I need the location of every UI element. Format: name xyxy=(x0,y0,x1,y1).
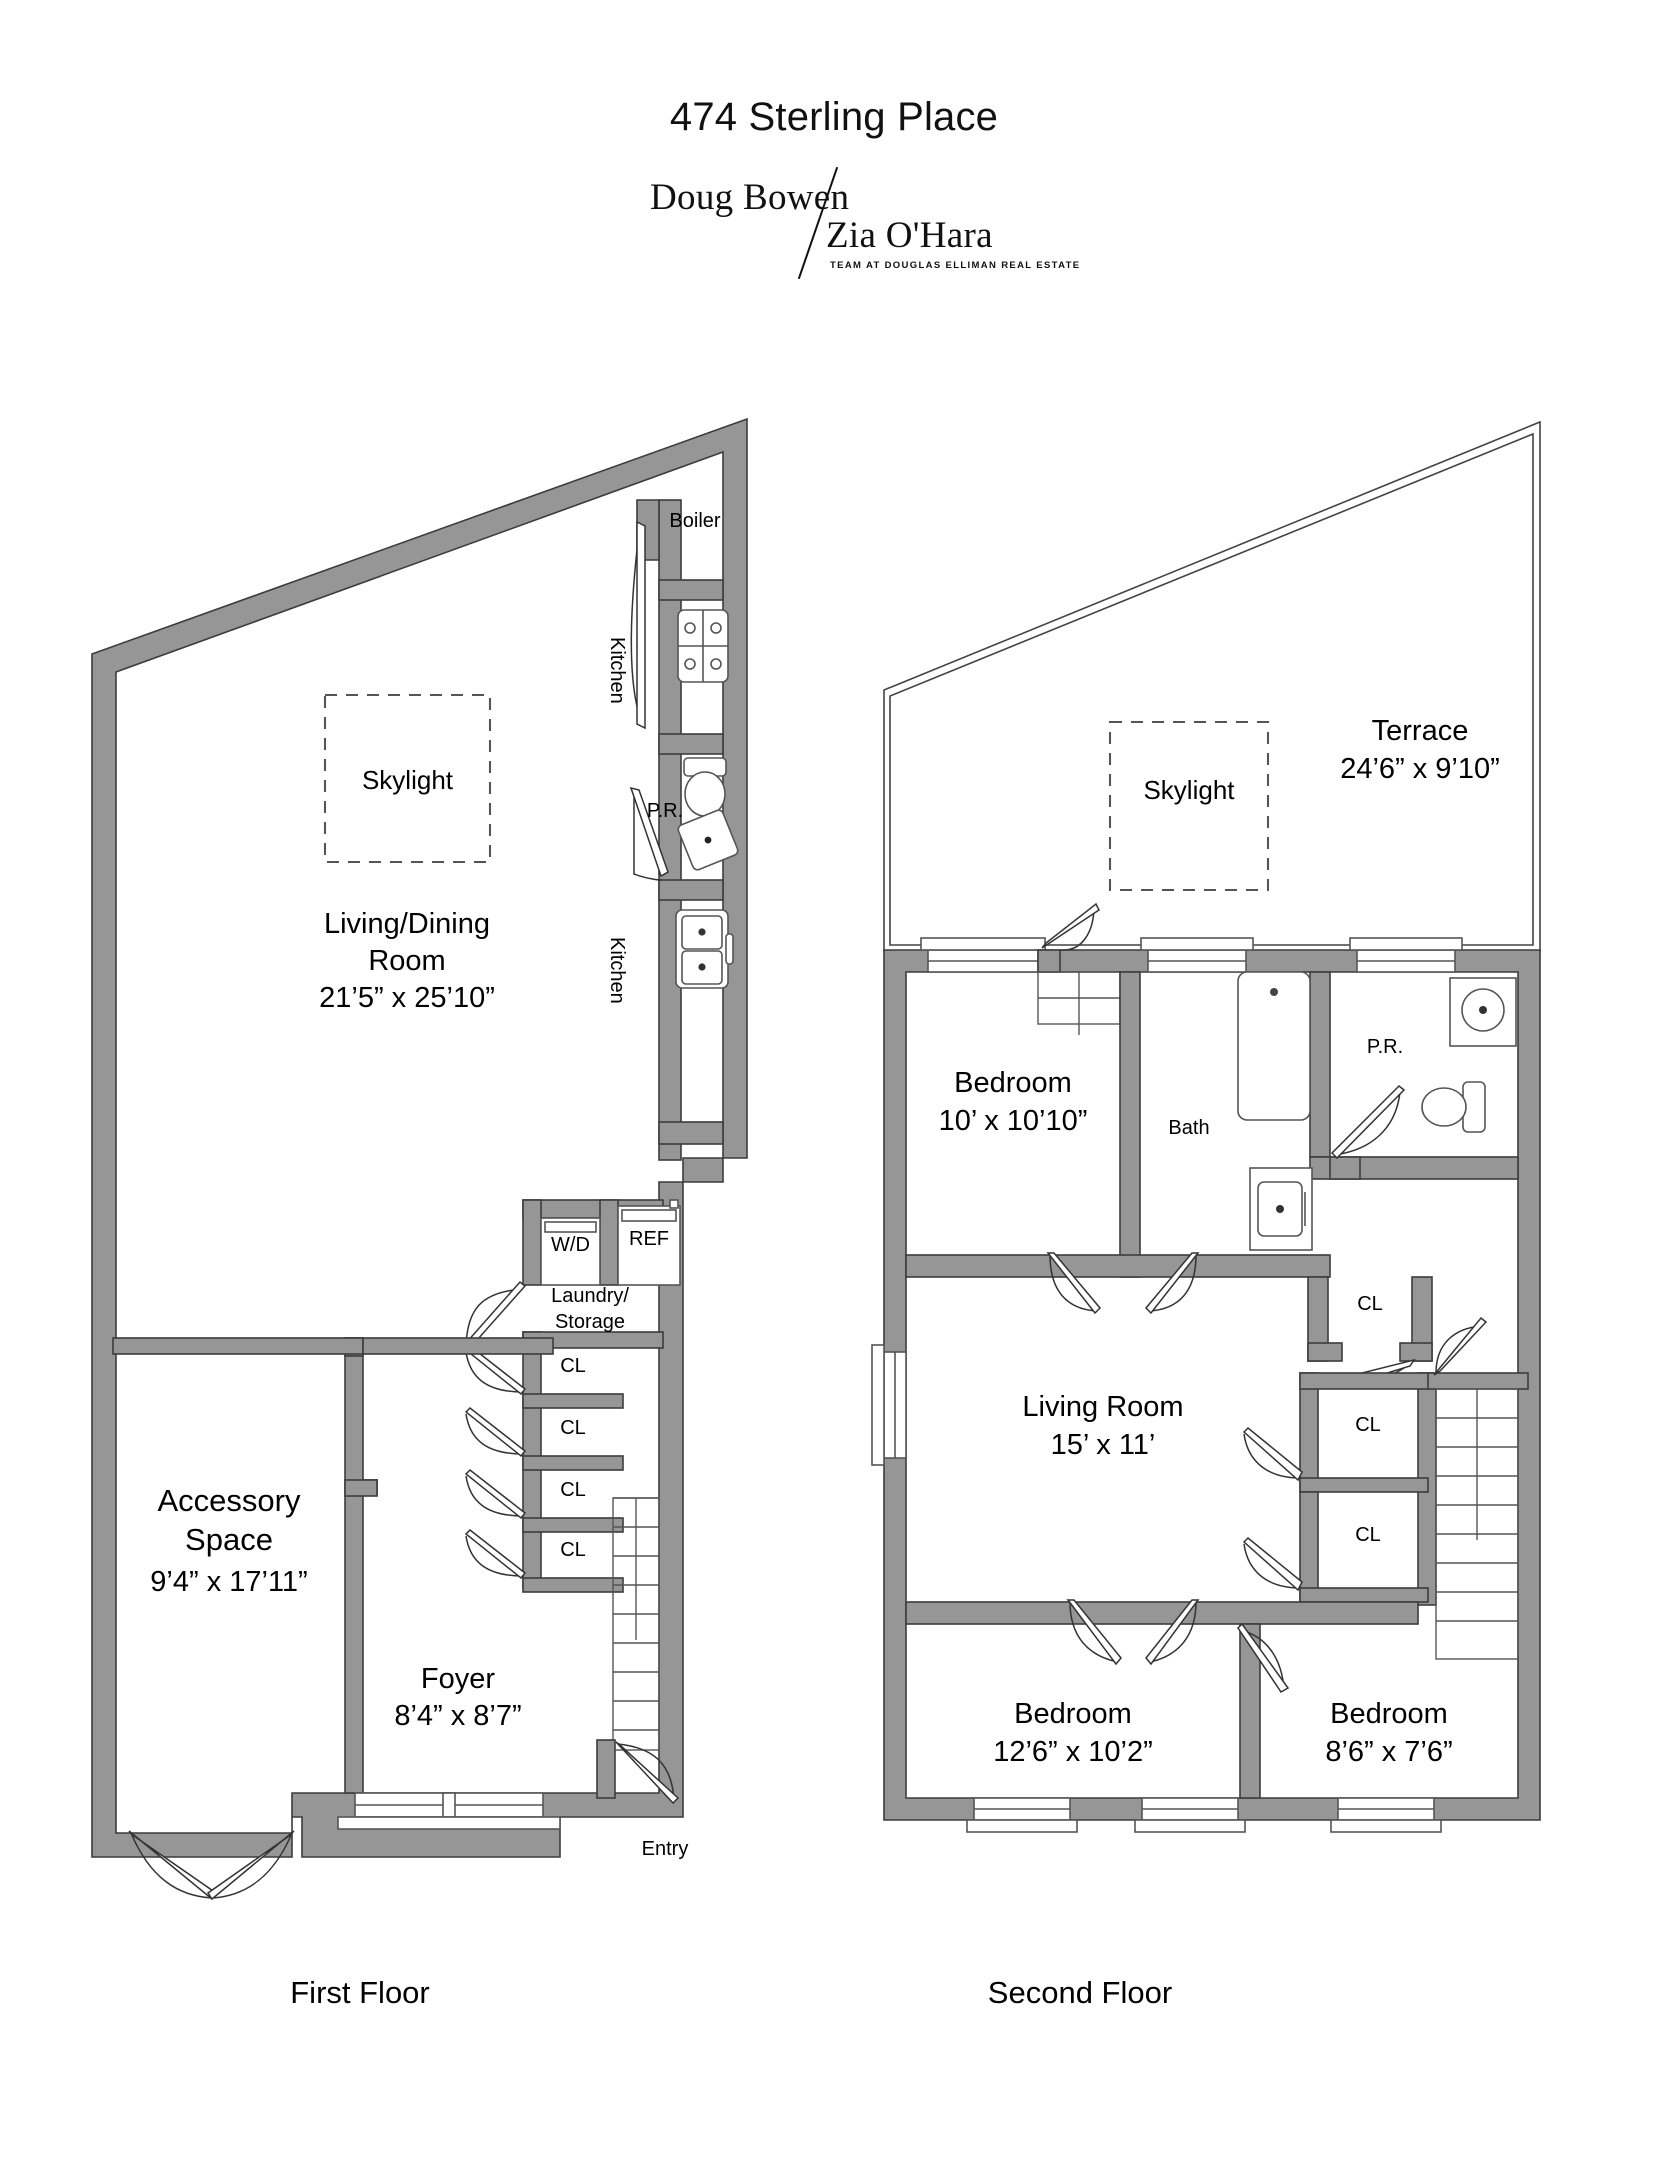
room-label-closet-upper: CL xyxy=(1355,1414,1381,1436)
brokerage-logo: Doug Bowen Zia O'Hara TEAM AT DOUGLAS EL… xyxy=(650,166,1079,280)
room-label-bedroom-rear-large: Bedroom xyxy=(1014,1698,1132,1730)
room-dims-living-room: 15’ x 11’ xyxy=(1050,1429,1156,1461)
room-label-living-room: Living Room xyxy=(1022,1391,1184,1423)
room-label-boiler: Boiler xyxy=(669,510,721,532)
room-label-living-dining-line1: Living/Dining xyxy=(323,908,491,940)
room-label-skylight-first: Skylight xyxy=(361,765,454,795)
first-floor-stair xyxy=(612,1497,660,1751)
room-label-skylight-second: Skylight xyxy=(1143,775,1235,805)
room-label-powder-room-second: P.R. xyxy=(1366,1036,1404,1058)
first-floor-plan xyxy=(91,417,748,1901)
room-label-laundry-line1: Laundry/ xyxy=(551,1285,629,1307)
room-dims-bedroom-front: 10’ x 10’10” xyxy=(938,1105,1088,1137)
room-label-powder-room: P.R. xyxy=(646,800,684,822)
room-label-kitchen-upper: Kitchen xyxy=(606,636,628,704)
room-label-terrace: Terrace xyxy=(1371,715,1469,747)
room-dims-accessory: 9’4” x 17’11” xyxy=(150,1566,308,1598)
page-title: 474 Sterling Place xyxy=(669,95,999,139)
document-header: 474 Sterling Place Doug Bowen Zia O'Hara… xyxy=(0,0,1668,300)
logo-agent-name-primary: Doug Bowen xyxy=(650,177,850,218)
room-label-closet-lower: CL xyxy=(1355,1524,1381,1546)
room-label-closet-hall: CL xyxy=(1357,1293,1383,1315)
appliance-label-refrigerator: REF xyxy=(629,1228,669,1250)
floor-caption-first: First Floor xyxy=(290,1975,430,2010)
room-label-foyer: Foyer xyxy=(420,1663,496,1695)
appliance-label-washer-dryer: W/D xyxy=(551,1234,590,1256)
room-label-laundry-line2: Storage xyxy=(554,1311,626,1333)
second-floor-plan xyxy=(871,420,1541,1833)
second-floor-stair xyxy=(1435,1388,1519,1660)
logo-tagline: TEAM AT DOUGLAS ELLIMAN REAL ESTATE xyxy=(830,260,1081,271)
room-dims-terrace: 24’6” x 9’10” xyxy=(1340,753,1500,785)
room-label-bedroom-front: Bedroom xyxy=(954,1067,1072,1099)
room-label-closet-2: CL xyxy=(560,1417,586,1439)
room-dims-foyer: 8’4” x 8’7” xyxy=(394,1700,522,1732)
room-label-closet-4: CL xyxy=(560,1539,586,1561)
room-label-accessory-line2: Space xyxy=(185,1522,273,1557)
floor-caption-second: Second Floor xyxy=(987,1975,1173,2010)
room-dims-bedroom-rear-small: 8’6” x 7’6” xyxy=(1325,1736,1453,1768)
room-label-closet-1: CL xyxy=(560,1355,586,1377)
logo-agent-name-secondary: Zia O'Hara xyxy=(826,215,993,256)
room-dims-living-dining: 21’5” x 25’10” xyxy=(319,982,495,1014)
room-dims-bedroom-rear-large: 12’6” x 10’2” xyxy=(993,1736,1153,1768)
room-label-accessory-line1: Accessory xyxy=(157,1483,301,1518)
room-label-entry: Entry xyxy=(641,1838,689,1860)
room-label-bedroom-rear-small: Bedroom xyxy=(1330,1698,1448,1730)
room-label-kitchen-lower: Kitchen xyxy=(606,936,628,1004)
room-label-living-dining-line2: Room xyxy=(368,945,446,977)
room-label-closet-3: CL xyxy=(560,1479,586,1501)
room-label-bath: Bath xyxy=(1168,1117,1210,1139)
